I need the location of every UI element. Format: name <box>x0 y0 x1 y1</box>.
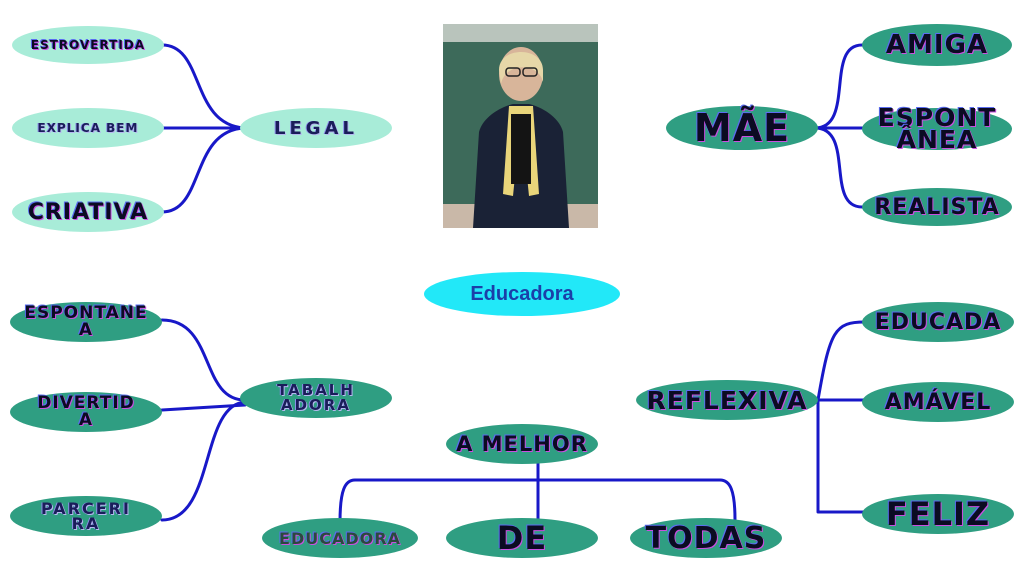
leaf-educadora: EDUCADORA <box>262 518 418 558</box>
leaf-label: ESTROVERTIDA <box>30 38 146 52</box>
connector-refl-feliz <box>816 398 867 514</box>
leaf-realista: REALISTA <box>862 188 1012 226</box>
connector-legal-criativa <box>160 126 247 214</box>
leaf-espontanea: ESPONT ÂNEA <box>862 103 1012 154</box>
hub-mae: MÃE <box>666 106 818 150</box>
leaf-explica-bem: EXPLICA BEM <box>12 108 164 148</box>
leaf-feliz: FELIZ <box>862 494 1014 534</box>
hub-a-melhor: A MELHOR <box>446 424 598 464</box>
connector-trab-espontanea <box>160 318 247 402</box>
leaf-label: EDUCADA <box>874 309 1002 335</box>
leaf-espontanea-2: ESPONTANE A <box>10 302 162 342</box>
leaf-amiga: AMIGA <box>862 24 1012 66</box>
portrait-illustration <box>443 24 598 228</box>
leaf-todas: TODAS <box>630 518 782 558</box>
center-label: Educadora <box>470 282 574 305</box>
connector-melhor-educadora <box>338 460 540 524</box>
hub-reflexiva: REFLEXIVA <box>636 380 818 420</box>
leaf-parceira: PARCERI RA <box>10 496 162 536</box>
connector-mae-amiga <box>813 43 864 130</box>
leaf-estrovertida: ESTROVERTIDA <box>12 26 164 64</box>
center-node: Educadora <box>424 272 620 316</box>
hub-legal: LEGAL <box>240 108 392 148</box>
leaf-amavel: AMÁVEL <box>862 382 1014 422</box>
connector-legal-estrovertida <box>160 43 247 130</box>
leaf-label: DIVERTID A <box>37 393 135 430</box>
leaf-de: DE <box>446 518 598 558</box>
hub-label: A MELHOR <box>456 432 588 456</box>
leaf-label: AMIGA <box>885 30 989 60</box>
leaf-label: FELIZ <box>885 495 991 533</box>
leaf-criativa: CRIATIVA <box>12 192 164 232</box>
leaf-label: CRIATIVA <box>27 199 149 225</box>
hub-label: LEGAL <box>274 117 358 139</box>
hub-label: TABALH ADORA <box>277 381 355 414</box>
connector-refl-educada <box>816 320 867 402</box>
leaf-label: DE <box>496 519 548 557</box>
teacher-portrait-photo <box>443 24 598 228</box>
hub-trabalhadora: TABALH ADORA <box>240 378 392 418</box>
leaf-educada: EDUCADA <box>862 302 1014 342</box>
connector-melhor-todas <box>536 478 737 522</box>
leaf-label: ESPONT ÂNEA <box>877 103 997 154</box>
leaf-label: ESPONTANE A <box>24 303 148 340</box>
hub-label: MÃE <box>693 106 791 150</box>
leaf-label: TODAS <box>645 520 767 556</box>
leaf-label: PARCERI RA <box>41 499 131 533</box>
leaf-divertida: DIVERTID A <box>10 392 162 432</box>
hub-label: REFLEXIVA <box>646 385 808 415</box>
leaf-label: EDUCADORA <box>279 528 401 548</box>
leaf-label: AMÁVEL <box>884 389 992 415</box>
connector-trab-parceira <box>160 400 247 522</box>
connector-mae-realista <box>813 126 864 209</box>
leaf-label: REALISTA <box>874 194 1000 220</box>
leaf-label: EXPLICA BEM <box>37 121 139 135</box>
